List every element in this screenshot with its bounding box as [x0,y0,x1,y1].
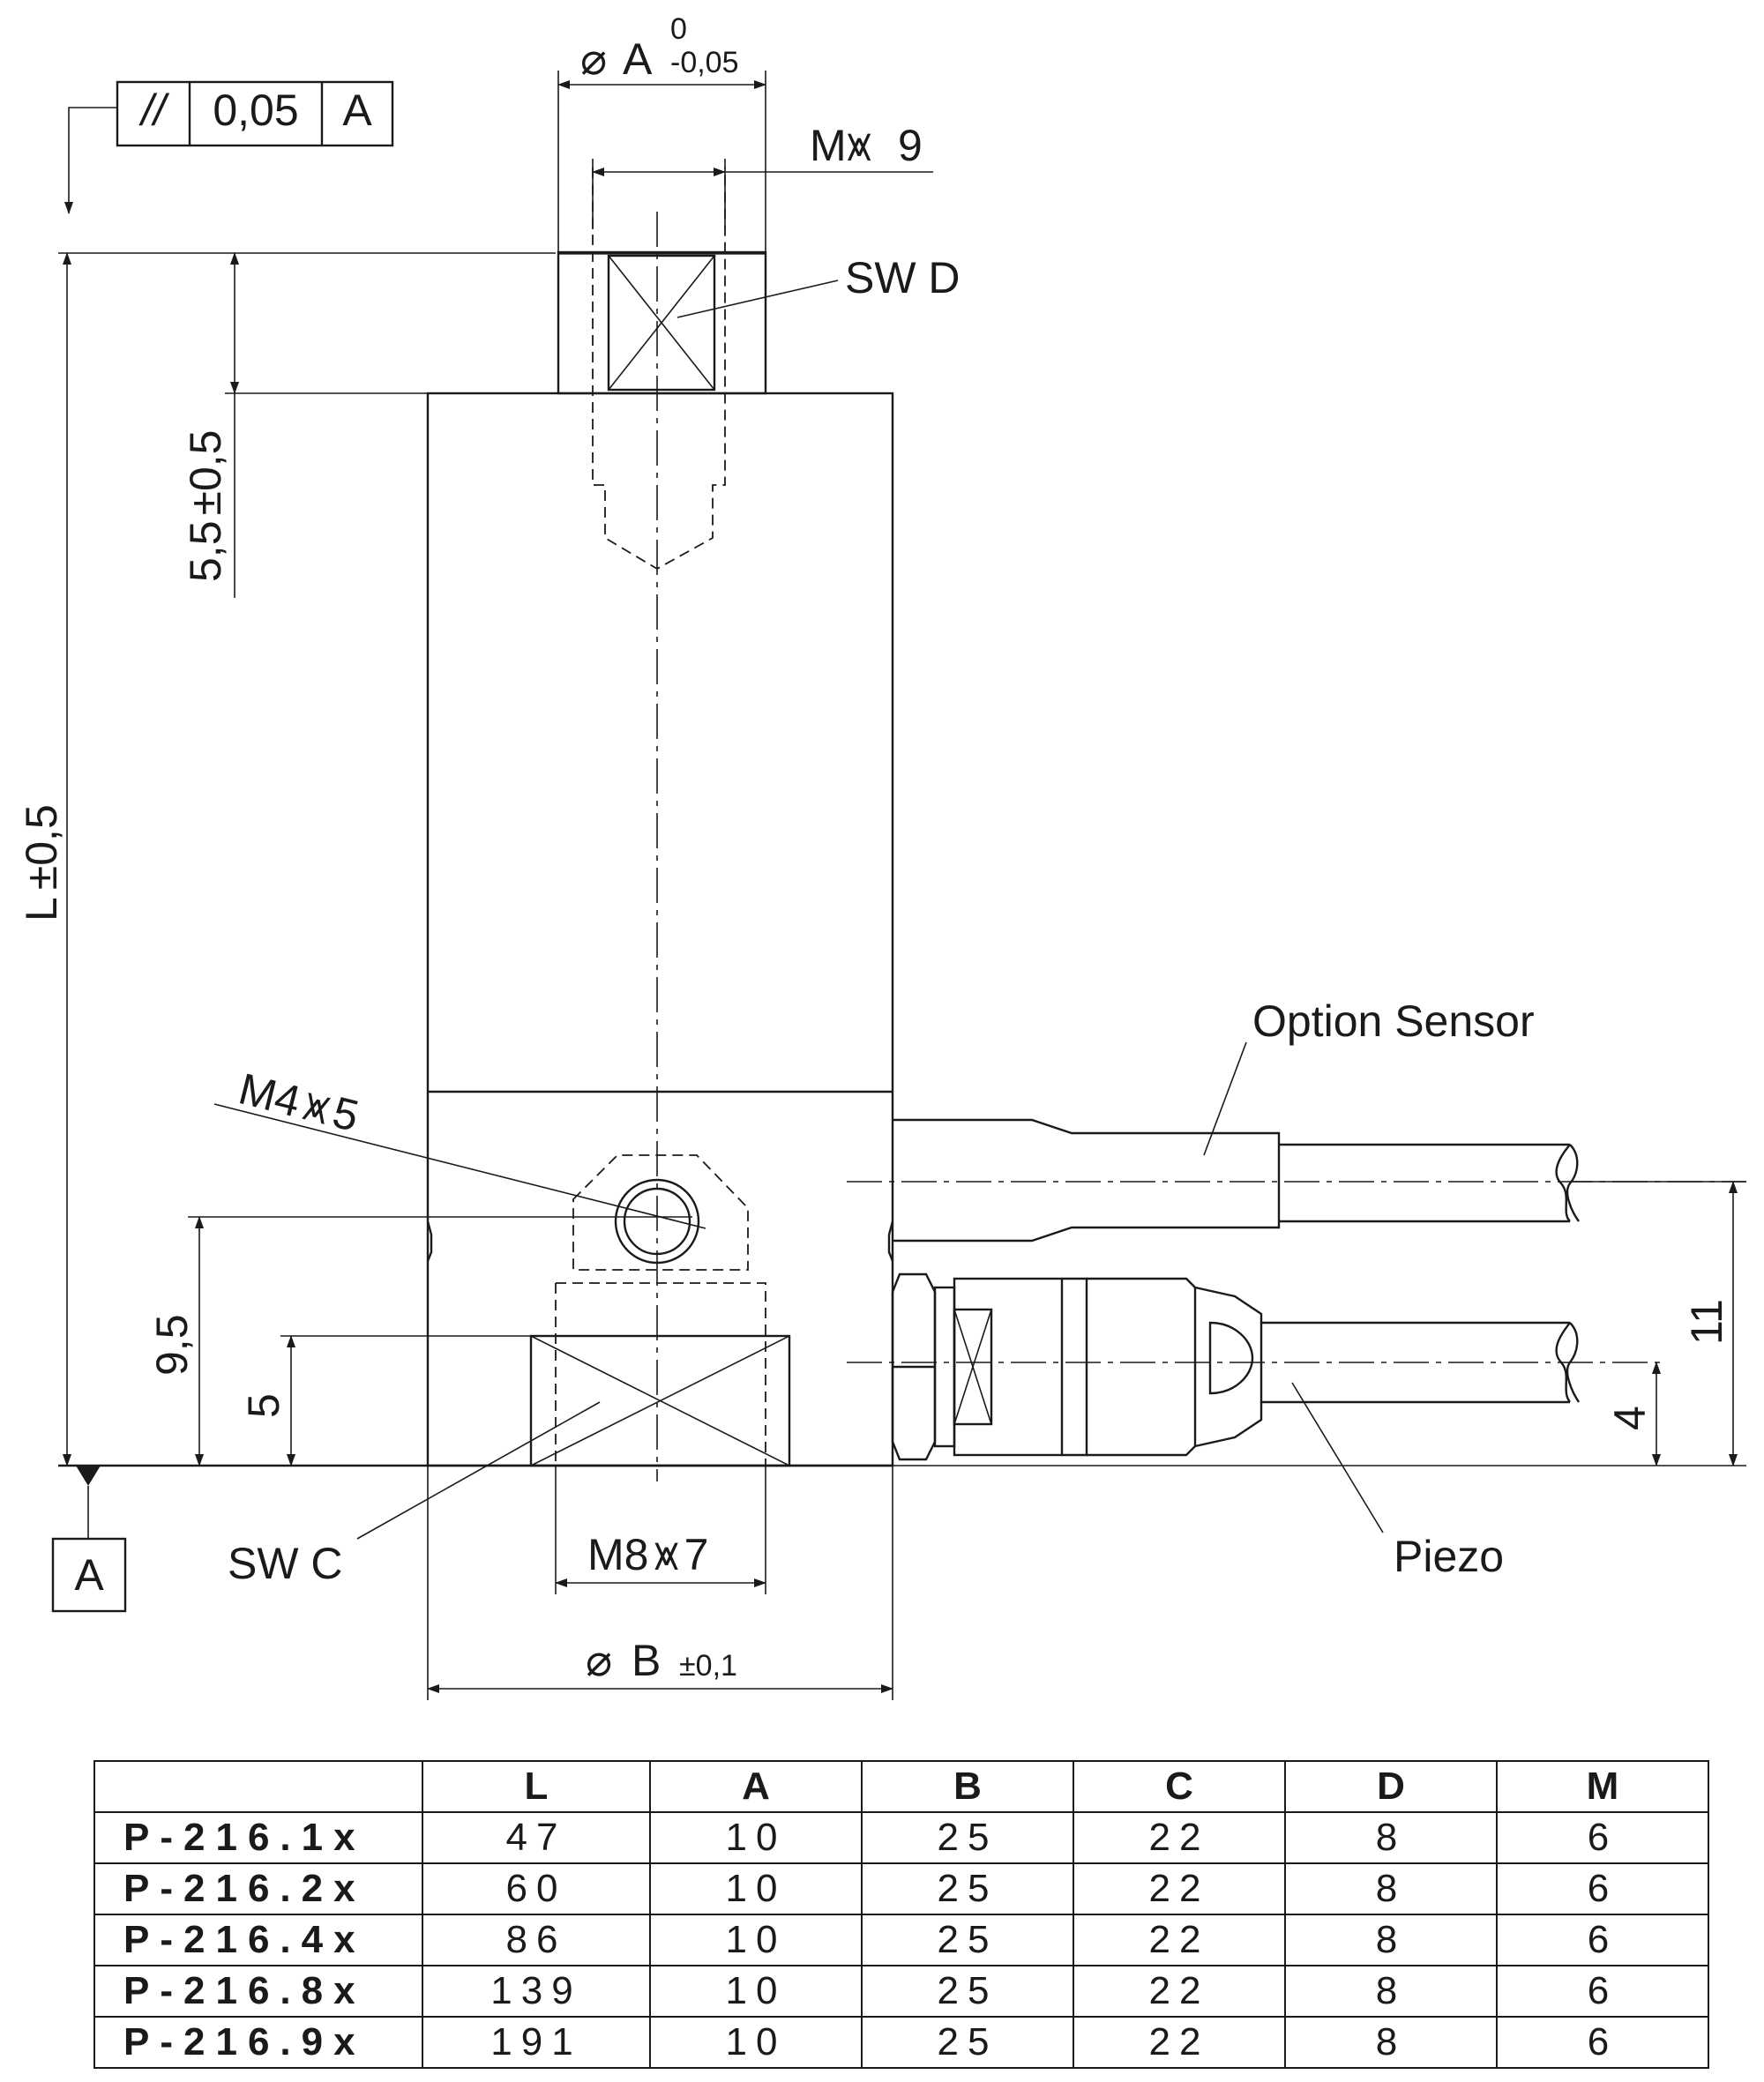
table-row: P-216.1x 47 10 25 22 8 6 [93,1811,1709,1864]
header-cell: A [649,1760,863,1813]
header-cell: B [861,1760,1074,1813]
header-cell: M [1496,1760,1709,1813]
phi-b-tol: ±0,1 [679,1649,737,1683]
cell-d: 8 [1284,2016,1498,2069]
cell-b: 25 [861,1862,1074,1915]
cell-a: 10 [649,1862,863,1915]
m-thread-label: M [810,121,847,170]
dim-length: L±0,5 [17,252,71,1466]
cell-l: 86 [422,1914,651,1966]
cell-l: 60 [422,1862,651,1915]
sw-d-callout: SW D [676,253,960,318]
cell-a: 10 [649,1914,863,1966]
piezo-label: Piezo [1394,1532,1504,1581]
phi-b-label: B [632,1636,661,1685]
model-cell: P-216.4x [93,1914,423,1966]
phi-a-label: A [623,34,653,84]
cell-a: 10 [649,1965,863,2018]
table-row: P-216.2x 60 10 25 22 8 6 [93,1862,1709,1915]
cell-d: 8 [1284,1862,1498,1915]
dim-5-value: 5 [239,1393,288,1418]
model-cell: P-216.2x [93,1862,423,1915]
cell-d: 8 [1284,1811,1498,1864]
dim-m8: M8⩙7 [555,1466,766,1594]
phi-b-symbol: ⌀ [586,1636,612,1685]
header-cell: C [1073,1760,1286,1813]
cell-b: 25 [861,1965,1074,2018]
cell-b: 25 [861,1914,1074,1966]
header-cell: L [422,1760,651,1813]
dimension-table: L A B C D M P-216.1x 47 10 25 22 8 6 P-2… [93,1760,1709,2069]
phi-a-tol-upper: 0 [670,12,687,46]
cell-m: 6 [1496,1914,1709,1966]
model-cell: P-216.9x [93,2016,423,2069]
cell-l: 191 [422,2016,651,2069]
dim-11-value: 11 [1682,1299,1731,1345]
tolerance-value: 0,05 [213,86,298,135]
table-row: P-216.8x 139 10 25 22 8 6 [93,1965,1709,2018]
length-value: L±0,5 [17,804,66,922]
cell-c: 22 [1073,2016,1286,2069]
cell-c: 22 [1073,1914,1286,1966]
m8-label: M8⩙7 [587,1530,708,1579]
parallelism-symbol: // [138,86,170,135]
tolerance-frame: // 0,05 A [64,80,394,214]
cell-d: 8 [1284,1965,1498,2018]
datum-a-label: A [74,1550,104,1600]
cell-d: 8 [1284,1914,1498,1966]
sw-c-label: SW C [228,1539,343,1588]
cell-l: 47 [422,1811,651,1864]
table-header-row: L A B C D M [93,1760,1709,1813]
depth-symbol: ⩙ [847,121,871,170]
top-offset-value: 5,5±0,5 [181,430,230,582]
tolerance-datum: A [342,86,372,135]
header-cell: D [1284,1760,1498,1813]
cell-c: 22 [1073,1862,1286,1915]
cell-m: 6 [1496,1811,1709,1864]
model-cell: P-216.8x [93,1965,423,2018]
datum-base: A [51,1464,893,1613]
cell-a: 10 [649,2016,863,2069]
cell-l: 139 [422,1965,651,2018]
table-row: P-216.9x 191 10 25 22 8 6 [93,2016,1709,2069]
phi-a-tol-lower: -0,05 [670,46,739,79]
model-cell: P-216.1x [93,1811,423,1864]
header-cell [93,1760,423,1813]
cell-c: 22 [1073,1965,1286,2018]
dim-9-5-value: 9,5 [147,1314,197,1376]
cell-m: 6 [1496,2016,1709,2069]
cell-m: 6 [1496,1965,1709,2018]
piezo-cable: Piezo [847,1272,1667,1581]
option-sensor-label: Option Sensor [1252,996,1535,1046]
dim-phi-b: ⌀ B ±0,1 [427,1466,893,1700]
m4-callout: M4⩙5 [213,1063,706,1229]
option-sensor-cable: Option Sensor [847,996,1746,1242]
cell-b: 25 [861,1811,1074,1864]
cell-c: 22 [1073,1811,1286,1864]
phi-a-symbol: ⌀ [580,34,607,84]
dim-phi-a: ⌀ A 0 -0,05 [557,12,766,251]
dim-4-value: 4 [1605,1406,1655,1430]
cell-b: 25 [861,2016,1074,2069]
dim-5: 5 [239,1335,531,1466]
dim-top-offset: 5,5±0,5 [58,252,558,598]
m-thread-depth: 9 [898,121,923,170]
sw-c-callout: SW C [228,1401,601,1588]
dim-9-5: 9,5 [147,1216,692,1466]
technical-drawing: // 0,05 A ⌀ [17,12,1746,1700]
dim-11: 11 [893,1181,1746,1466]
m4-label: M4⩙5 [234,1063,363,1141]
sw-d-label: SW D [845,253,960,302]
cell-a: 10 [649,1811,863,1864]
table-row: P-216.4x 86 10 25 22 8 6 [93,1914,1709,1966]
dim-m-thread: M ⩙ 9 [592,121,933,229]
cell-m: 6 [1496,1862,1709,1915]
dim-4: 4 [1605,1362,1661,1466]
actuator-body [426,168,894,1481]
